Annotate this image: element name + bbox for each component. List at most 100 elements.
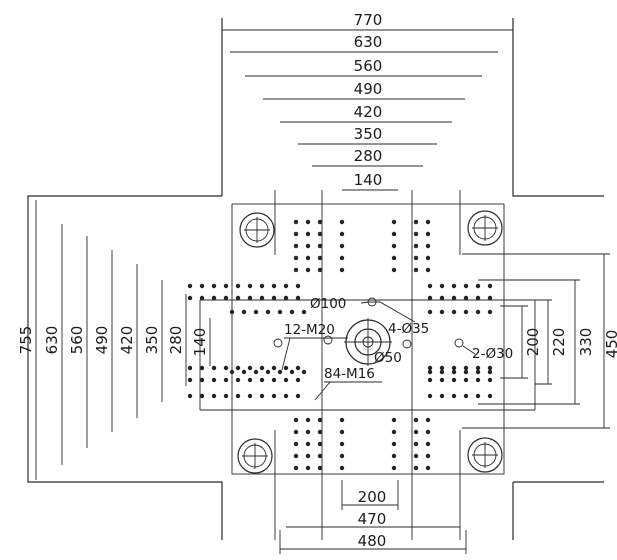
dim-bottom-470: 470 — [358, 510, 387, 528]
threaded-hole — [463, 309, 469, 315]
threaded-hole — [253, 309, 259, 315]
threaded-hole — [439, 309, 445, 315]
threaded-hole — [187, 377, 193, 383]
threaded-hole — [283, 377, 289, 383]
threaded-hole — [305, 429, 311, 435]
threaded-hole — [305, 255, 311, 261]
threaded-hole — [339, 417, 345, 423]
threaded-hole — [265, 309, 271, 315]
dim-top-630: 630 — [354, 33, 383, 51]
threaded-hole — [427, 295, 433, 301]
threaded-hole — [439, 283, 445, 289]
dim-top-420: 420 — [354, 103, 383, 121]
threaded-hole — [425, 267, 431, 273]
threaded-hole — [475, 283, 481, 289]
threaded-hole — [241, 309, 247, 315]
center-bore — [344, 318, 392, 366]
threaded-hole — [289, 309, 295, 315]
threaded-hole — [211, 365, 217, 371]
dim-top-140: 140 — [354, 171, 383, 189]
dim-left-420: 420 — [118, 326, 136, 355]
threaded-hole — [391, 255, 397, 261]
tie-bar-hole-top-right — [467, 210, 503, 246]
threaded-hole — [451, 369, 457, 375]
threaded-hole — [427, 377, 433, 383]
threaded-hole — [199, 393, 205, 399]
threaded-hole — [223, 283, 229, 289]
threaded-hole — [293, 255, 299, 261]
threaded-hole — [463, 369, 469, 375]
threaded-hole — [463, 283, 469, 289]
threaded-hole — [223, 393, 229, 399]
threaded-hole — [289, 369, 295, 375]
threaded-hole — [487, 393, 493, 399]
left-dimension-group: 755 630 560 490 420 350 280 140 — [17, 200, 211, 480]
threaded-hole — [247, 365, 253, 371]
threaded-hole — [295, 283, 301, 289]
threaded-hole — [391, 231, 397, 237]
threaded-hole — [413, 243, 419, 249]
dim-top-560: 560 — [354, 57, 383, 75]
threaded-hole — [463, 393, 469, 399]
threaded-hole — [427, 369, 433, 375]
threaded-hole — [301, 369, 307, 375]
threaded-hole — [475, 295, 481, 301]
threaded-hole — [391, 219, 397, 225]
dim-top-770: 770 — [354, 11, 383, 29]
threaded-hole — [305, 453, 311, 459]
threaded-hole — [295, 393, 301, 399]
threaded-hole — [293, 465, 299, 471]
threaded-hole — [211, 377, 217, 383]
tie-bar-hole-bottom-left — [237, 438, 273, 474]
threaded-hole — [463, 295, 469, 301]
dim-top-350: 350 — [354, 125, 383, 143]
threaded-hole — [339, 255, 345, 261]
threaded-hole — [259, 295, 265, 301]
threaded-hole — [211, 283, 217, 289]
threaded-hole — [247, 283, 253, 289]
threaded-hole — [223, 365, 229, 371]
dim-right-220: 220 — [550, 328, 568, 357]
threaded-hole — [283, 365, 289, 371]
threaded-hole — [317, 219, 323, 225]
dim-left-140: 140 — [191, 328, 209, 357]
threaded-hole — [305, 219, 311, 225]
threaded-hole — [295, 365, 301, 371]
threaded-hole — [247, 393, 253, 399]
threaded-hole — [317, 417, 323, 423]
dim-right-200: 200 — [524, 328, 542, 357]
callout-center-bore: Ø50 — [374, 350, 402, 366]
threaded-hole — [235, 377, 241, 383]
threaded-hole — [271, 377, 277, 383]
threaded-hole — [235, 365, 241, 371]
dim-left-490: 490 — [93, 326, 111, 355]
threaded-hole — [317, 453, 323, 459]
threaded-hole — [339, 231, 345, 237]
callout-threads-small: 84-M16 — [324, 366, 375, 382]
threaded-hole — [425, 429, 431, 435]
threaded-hole — [293, 417, 299, 423]
threaded-hole — [229, 309, 235, 315]
threaded-hole — [277, 309, 283, 315]
threaded-hole — [339, 219, 345, 225]
threaded-hole — [427, 393, 433, 399]
threaded-hole — [305, 231, 311, 237]
threaded-hole — [235, 393, 241, 399]
threaded-hole — [305, 267, 311, 273]
threaded-hole — [293, 231, 299, 237]
threaded-hole — [391, 441, 397, 447]
threaded-hole — [425, 219, 431, 225]
threaded-hole — [187, 393, 193, 399]
threaded-hole — [317, 267, 323, 273]
threaded-hole — [425, 465, 431, 471]
threaded-hole — [487, 283, 493, 289]
callout-side-holes: 2-Ø30 — [472, 346, 513, 362]
threaded-hole — [223, 295, 229, 301]
threaded-hole — [413, 429, 419, 435]
threaded-hole — [425, 417, 431, 423]
threaded-hole — [339, 465, 345, 471]
threaded-hole — [293, 219, 299, 225]
threaded-hole — [425, 453, 431, 459]
dim-right-450: 450 — [603, 330, 617, 359]
